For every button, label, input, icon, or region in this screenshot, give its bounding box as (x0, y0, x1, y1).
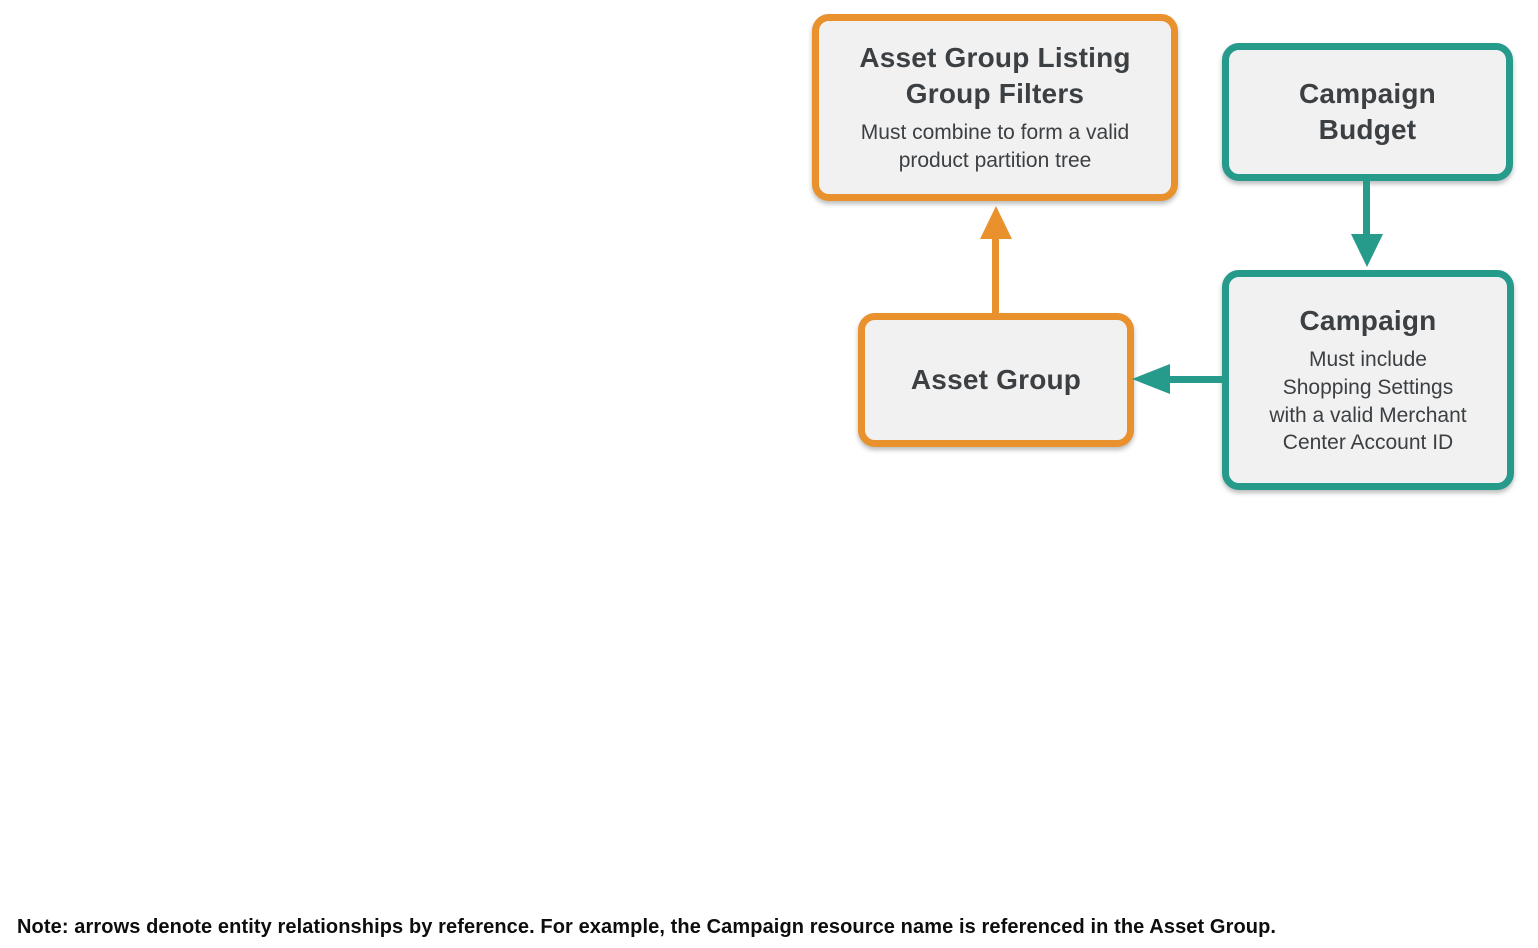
node-title-asset-group: Asset Group (910, 363, 1082, 395)
node-asset-group: Asset Group (858, 313, 1134, 447)
node-campaign-budget: Campaign Budget (1222, 43, 1513, 181)
node-title-campaign-budget: Campaign Budget (1299, 77, 1436, 145)
node-title-asset-group-listing-group-filters: Asset Group Listing Group Filters (859, 41, 1131, 110)
footnote: Note: arrows denote entity relationships… (17, 916, 1277, 938)
node-subtitle-campaign: Must include Shopping Settings with a va… (1269, 347, 1467, 455)
node-campaign: Campaign Must include Shopping Settings … (1222, 270, 1514, 490)
node-title-campaign: Campaign (1299, 304, 1437, 336)
node-asset-group-listing-group-filters: Asset Group Listing Group Filters Must c… (812, 14, 1178, 201)
arrow-campaign-to-asset-group-head-left-icon (1132, 364, 1170, 394)
arrow-campaign-budget-to-campaign-head-down-icon (1351, 234, 1383, 267)
arrow-campaign-budget-to-campaign-shaft (1363, 180, 1370, 236)
arrow-asset-group-to-listing-filters-shaft (992, 238, 999, 313)
arrow-campaign-to-asset-group-shaft (1167, 376, 1222, 383)
node-subtitle-asset-group-listing-group-filters: Must combine to form a valid product par… (860, 121, 1130, 173)
arrow-asset-group-to-listing-filters-head-up-icon (980, 206, 1012, 239)
